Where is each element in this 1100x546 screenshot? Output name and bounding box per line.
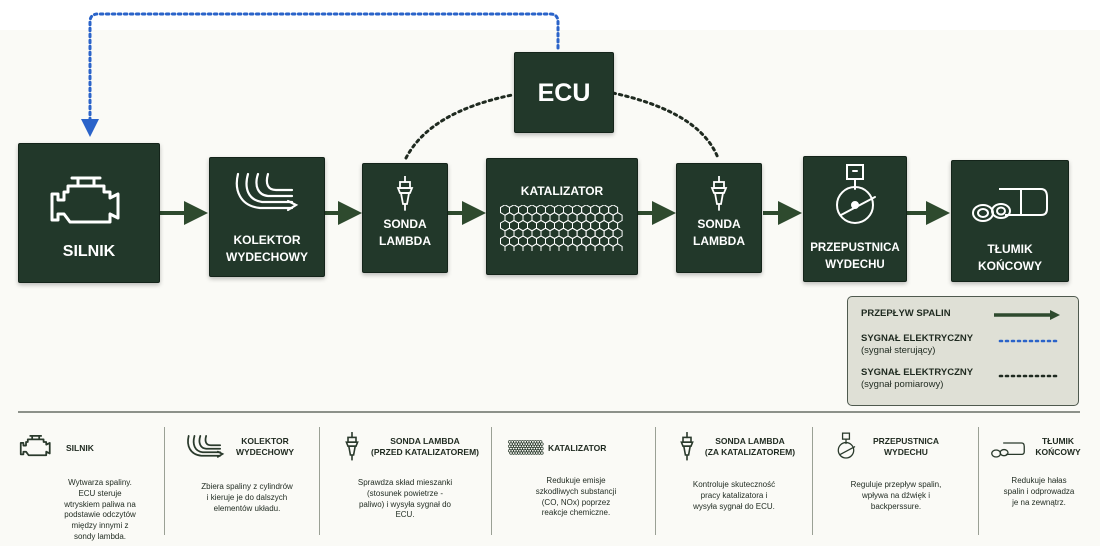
legend-control-line [998, 339, 1062, 343]
katalizator-label: KATALIZATOR [520, 184, 604, 198]
honeycomb-cell [509, 451, 513, 455]
legend-measure-line [998, 374, 1062, 378]
przepustnica-label-1: PRZEPUSTNICA [810, 242, 900, 254]
measurement-signal-line-1 [404, 93, 514, 160]
honeycomb-cell [576, 243, 587, 251]
throttle-valve-icon [837, 432, 856, 459]
column-separator [812, 427, 813, 535]
honeycomb-cell [537, 451, 541, 455]
node-sonda-lambda-za: SONDA LAMBDA [676, 163, 762, 273]
column-separator [164, 427, 165, 535]
lambda-sensor-icon [396, 176, 414, 211]
column-separator [491, 427, 492, 535]
desc-silnik-text: Wytwarza spaliny.ECU steruje wtryskiem p… [64, 478, 136, 541]
desc-silnik-title: SILNIK [66, 443, 94, 453]
honeycomb-cell [522, 243, 533, 251]
legend-flow-arrow [994, 310, 1060, 320]
desc-przepustnica-text: Reguluje przepływ spalin,wpływa na dźwię… [850, 480, 942, 511]
column-separator [655, 427, 656, 535]
throttle-valve-icon [836, 164, 876, 224]
kolektor-label-1: KOLEKTOR [233, 233, 301, 247]
honeycomb-cell [519, 451, 523, 455]
legend-measure: SYGNAŁ ELEKTRYCZNY (sygnał pomiarowy) [861, 367, 973, 392]
silnik-label: SILNIK [62, 243, 116, 260]
node-przepustnica: PRZEPUSTNICA WYDECHU [803, 156, 907, 282]
legend-control-sub: (sygnał sterujący) [861, 345, 936, 357]
honeycomb-cell [612, 243, 623, 251]
legend-measure-label: SYGNAŁ ELEKTRYCZNY [861, 367, 974, 378]
column-separator [319, 427, 320, 535]
node-silnik: SILNIK [18, 143, 160, 283]
honeycomb-cell [558, 243, 569, 251]
sonda2-label-1: SONDA [697, 217, 741, 231]
node-tlumik: TŁUMIK KOŃCOWY [951, 160, 1069, 282]
tlumik-label-2: KOŃCOWY [978, 259, 1042, 273]
honeycomb-cell [567, 243, 578, 251]
lambda-sensor-icon [710, 176, 728, 211]
honeycomb-cell [527, 451, 531, 455]
honeycomb-cell [529, 451, 534, 455]
legend-control-label: SYGNAŁ ELEKTRYCZNY [861, 333, 974, 344]
measurement-signal-line-2 [611, 91, 720, 160]
honeycomb-icon [500, 205, 623, 251]
node-kolektor: KOLEKTOR WYDECHOWY [209, 157, 325, 277]
lambda-sensor-icon [345, 432, 359, 461]
ecu-box: ECU [514, 52, 614, 133]
legend-control: SYGNAŁ ELEKTRYCZNY (sygnał sterujący) [861, 333, 973, 358]
sonda1-label-2: LAMBDA [379, 234, 431, 248]
honeycomb-cell [585, 243, 596, 251]
tlumik-label-1: TŁUMIK [987, 242, 1033, 256]
engine-icon [50, 176, 120, 224]
honeycomb-cell [594, 243, 605, 251]
muffler-icon [972, 188, 1048, 222]
kolektor-label-2: WYDECHOWY [226, 250, 308, 264]
honeycomb-cell [549, 243, 560, 251]
column-separator [978, 427, 979, 535]
honeycomb-cell [524, 451, 529, 455]
honeycomb-cell [540, 243, 551, 251]
node-sonda-lambda-przed: SONDA LAMBDA [362, 163, 448, 273]
node-katalizator: KATALIZATOR [486, 158, 638, 275]
control-signal-line [81, 12, 560, 137]
muffler-icon [991, 442, 1025, 458]
engine-icon [19, 435, 51, 457]
honeycomb-cell [513, 243, 524, 251]
honeycomb-cell [535, 451, 539, 455]
honeycomb-cell [522, 451, 526, 455]
honeycomb-cell [504, 243, 515, 251]
desc-sonda1-title: SONDA LAMBDA(PRZED KATALIZATOREM) [371, 436, 479, 458]
honeycomb-cell [517, 451, 521, 455]
desc-sonda2-title: SONDA LAMBDA(ZA KATALIZATOREM) [704, 436, 796, 458]
sonda1-label-1: SONDA [383, 217, 427, 231]
legend-measure-sub: (sygnał pomiarowy) [861, 379, 944, 391]
honeycomb-cell [540, 451, 544, 455]
legend: PRZEPŁYW SPALIN SYGNAŁ ELEKTRYCZNY (sygn… [847, 296, 1079, 406]
lambda-sensor-icon [680, 432, 694, 461]
honeycomb-cell [532, 451, 536, 455]
honeycomb-icon [508, 439, 544, 455]
section-divider [18, 411, 1080, 413]
przepustnica-label-2: WYDECHU [825, 259, 885, 271]
desc-sonda1-text: Sprawdza skład mieszanki(stosunek powiet… [357, 478, 453, 520]
exhaust-manifold-icon [187, 435, 225, 458]
sonda2-label-2: LAMBDA [693, 234, 745, 248]
desc-katalizator-title: KATALIZATOR [548, 443, 607, 453]
legend-flow-label: PRZEPŁYW SPALIN [861, 308, 951, 319]
ecu-label: ECU [537, 79, 591, 107]
honeycomb-cell [603, 243, 614, 251]
honeycomb-cell [531, 243, 542, 251]
honeycomb-cell [511, 451, 516, 455]
honeycomb-cell [514, 451, 518, 455]
exhaust-manifold-icon [235, 172, 299, 212]
